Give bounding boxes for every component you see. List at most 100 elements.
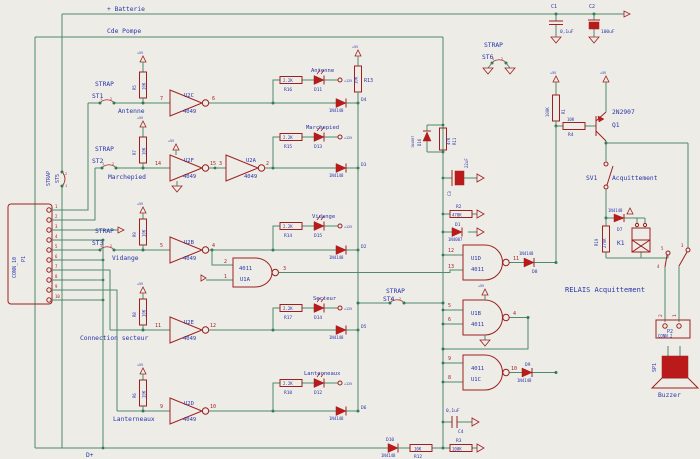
- diode-val: 1N4148: [329, 173, 344, 178]
- gate-type: 4049: [183, 256, 196, 262]
- p1-pin: 6: [55, 254, 58, 259]
- pin-number: 2: [266, 161, 269, 167]
- pin-number: 12: [448, 248, 454, 254]
- channel-label-lanterneaux: Lanterneaux: [113, 416, 155, 423]
- gate-type: 4011: [239, 266, 252, 272]
- connector-p1: CONN_10 P1 1 2 3 4 5 6 7 8 9 10: [7, 103, 125, 450]
- v12-label: +12V: [344, 79, 352, 83]
- label-st5: ST5: [55, 174, 61, 183]
- led-ref: D14: [314, 315, 322, 321]
- diode-val: 1N4148: [329, 335, 344, 340]
- c3-ref: C3: [447, 191, 452, 196]
- led-label: Antenne: [311, 68, 334, 74]
- led-label: Secteur: [313, 296, 337, 302]
- gate-ref: U1B: [471, 311, 482, 317]
- diode-ref: D4: [361, 97, 367, 103]
- strap-pin: 1: [100, 97, 102, 101]
- r3-ref: R3: [456, 438, 462, 444]
- pin-number: 7: [160, 96, 163, 102]
- res-val: 2.2K: [283, 306, 293, 311]
- d9-ref: D9: [525, 362, 531, 368]
- res-ref: R15: [284, 144, 292, 150]
- power-rails: + Batterie Cde Pompe D+: [34, 6, 631, 459]
- connector-ref: P1: [21, 256, 27, 262]
- led-label: Vidange: [312, 214, 335, 220]
- gate-ref: U1D: [471, 256, 481, 262]
- plus5v-label: +5V: [600, 71, 606, 75]
- pullup-val: 10K: [142, 82, 147, 90]
- pin-number: 9: [448, 356, 451, 362]
- res-val: 2.2K: [283, 381, 293, 386]
- bottom-chain: D10 1N4148 10K R12 R3 100K 0,1uF C4: [381, 408, 485, 459]
- diode-ref: D2: [361, 244, 367, 250]
- gate-type: 4049: [183, 109, 196, 115]
- pin-number: 2: [224, 259, 227, 265]
- gate-ref: U2D: [184, 401, 194, 407]
- p1-pin: 9: [55, 284, 58, 289]
- d16-val: 1N4007: [411, 136, 415, 148]
- p1-pin: 1: [55, 204, 58, 209]
- q1-ref: Q1: [612, 122, 620, 129]
- channel-label-vidange: Vidange: [112, 255, 139, 262]
- pullup-val: 10K: [142, 229, 147, 237]
- d8-ref: D8: [532, 269, 538, 275]
- r1-val: 100K: [545, 107, 550, 117]
- p1-pin: 7: [55, 264, 58, 269]
- r1-ref: R1: [561, 109, 566, 114]
- gate-u1d: U1D 4011 12 13 11 1N4148 D8: [441, 244, 558, 281]
- gate-type: 4049: [183, 336, 196, 342]
- plus5v-label: +5V: [137, 51, 143, 55]
- pullup-ref: R6: [132, 393, 137, 398]
- r3-val: 100K: [452, 447, 462, 452]
- pin-number: 3: [283, 266, 286, 272]
- diode-val: 1N4148: [329, 108, 344, 113]
- label-strap3: STRAP: [95, 228, 114, 235]
- p2-pin: 2: [658, 314, 664, 317]
- st5-pin2: 2: [65, 172, 67, 176]
- gate-u1b: +5V U1B 4011 5 6 4: [441, 284, 530, 351]
- contact-pin: 5: [661, 246, 664, 251]
- v12-label: +12V: [344, 307, 352, 311]
- c1-val: 0,1uF: [560, 29, 574, 35]
- pin-number: 11: [155, 323, 161, 329]
- pin-number: 6: [448, 317, 451, 323]
- r12-val: 10K: [414, 447, 422, 452]
- label-strap2: STRAP: [95, 146, 114, 153]
- pin-number: 12: [210, 323, 216, 329]
- led-ref: D13: [314, 144, 322, 150]
- d1-ref: D1: [455, 222, 461, 228]
- strap-pin: 1: [390, 297, 392, 301]
- strap-pin: 1: [492, 57, 494, 61]
- led-ref: D12: [314, 390, 322, 396]
- sv1-ref: SV1: [586, 175, 598, 182]
- buzzer-section: 2 1 P2 CONN_2 SP1 Buzzer: [650, 314, 700, 399]
- connector-name: CONN_10: [12, 257, 18, 278]
- channel-vidange: 1 2 STRAP ST3 Vidange +5V R9 10K 5 4 U2B…: [92, 202, 367, 264]
- p1-pin: 4: [55, 234, 58, 239]
- plus5v-label: +5V: [478, 284, 484, 288]
- plus5v-label: +5V: [137, 363, 143, 367]
- diode-val: 1N4148: [329, 416, 344, 421]
- pullup-val: 10K: [142, 147, 147, 155]
- pin-number: 4: [212, 243, 215, 249]
- gate-type: 4049: [183, 174, 196, 180]
- r11-ref: R11: [452, 137, 457, 145]
- gate-type: 4011: [471, 322, 484, 328]
- transistor-driver: +5V 100K R1 10K R4 +5V 2N2907 Q1: [545, 71, 689, 263]
- r12-ref: R12: [414, 454, 422, 459]
- plus5v-label: +5V: [137, 202, 143, 206]
- strap-st5: STRAP ST5 2 1: [46, 170, 67, 188]
- label-st4: ST4: [383, 296, 395, 303]
- pin-number: 5: [160, 243, 163, 249]
- rail-end-arrow: [623, 10, 631, 18]
- gate-u1a: 4011 U1A 2 1 3: [200, 248, 463, 288]
- diode-ref: D6: [361, 405, 367, 411]
- gate-u1c: 4011 U1C 9 8 10 D9 1N4148: [441, 354, 558, 391]
- pin-number: 14: [155, 161, 161, 167]
- pin-number: 11: [513, 256, 519, 262]
- r4-ref: R4: [568, 132, 574, 138]
- strap-pin: 2: [399, 297, 401, 301]
- r13-val: 10K: [354, 76, 359, 84]
- filter-caps: C1 0,1uF C2 100uF: [549, 4, 615, 44]
- label-st2: ST2: [92, 158, 104, 165]
